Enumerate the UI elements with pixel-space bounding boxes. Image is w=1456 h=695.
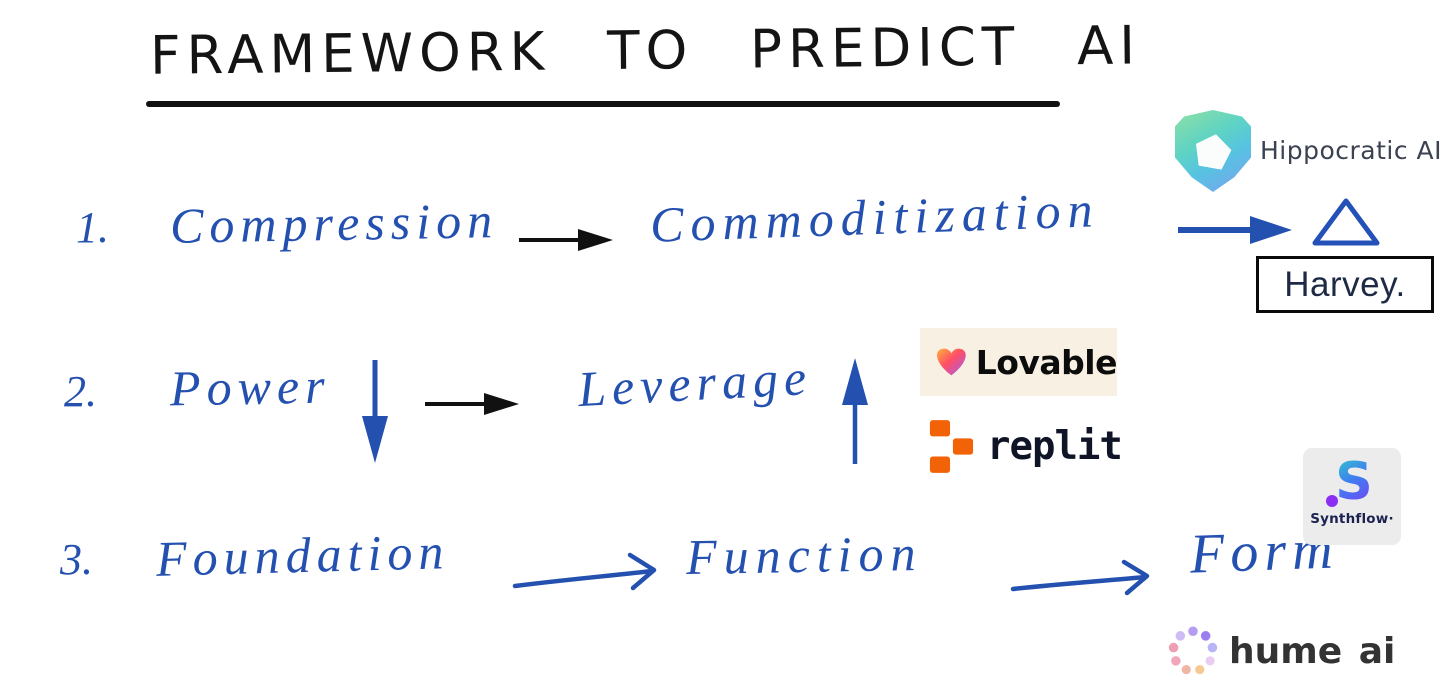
blue-up-arrow: [842, 358, 868, 464]
blue-right-arrow: [1178, 216, 1292, 244]
replit-blocks-icon: [929, 420, 974, 473]
term-power: Power: [169, 357, 332, 417]
title-underline: [146, 101, 1060, 107]
harvey-logo-text: Harvey.: [1284, 264, 1406, 304]
hippocratic-ai-logo-text: Hippocratic AI: [1260, 136, 1443, 165]
triangle-delta-icon: [1312, 198, 1380, 246]
replit-logo-text: replit: [987, 423, 1123, 469]
hume-dots-icon: [1168, 626, 1218, 675]
hippocratic-shield-icon: [1175, 110, 1251, 192]
term-commoditization: Commoditization: [649, 181, 1101, 253]
blue-down-arrow: [362, 360, 388, 463]
hume-ai-logo: hume ai: [1166, 624, 1395, 678]
harvey-logo-box: Harvey.: [1256, 256, 1434, 313]
page-title: FRAMEWORK TO PREDICT AI: [149, 15, 1142, 87]
black-right-arrow: [519, 229, 613, 251]
svg-text:S: S: [1335, 454, 1372, 510]
row-1-number: 1.: [76, 203, 109, 252]
synthflow-s-icon: S: [1326, 454, 1373, 510]
term-leverage: Leverage: [576, 348, 814, 418]
term-compression: Compression: [169, 192, 499, 254]
row-2-number: 2.: [64, 367, 97, 416]
lovable-logo-box: Lovable: [920, 328, 1118, 396]
term-function: Function: [685, 524, 924, 586]
blue-sketch-arrow: [1010, 559, 1150, 596]
hume-ai-logo-text: hume ai: [1229, 630, 1396, 672]
blue-sketch-arrow: [512, 552, 657, 591]
row-3-number: 3.: [60, 535, 93, 584]
synthflow-logo-box: S Synthflow·: [1303, 448, 1401, 545]
lovable-heart-icon: [936, 348, 966, 376]
black-right-arrow: [425, 393, 519, 415]
synthflow-logo-text: Synthflow·: [1310, 511, 1394, 527]
replit-logo: replit: [928, 418, 1123, 474]
term-foundation: Foundation: [155, 523, 451, 587]
lovable-logo-text: Lovable: [975, 342, 1118, 382]
